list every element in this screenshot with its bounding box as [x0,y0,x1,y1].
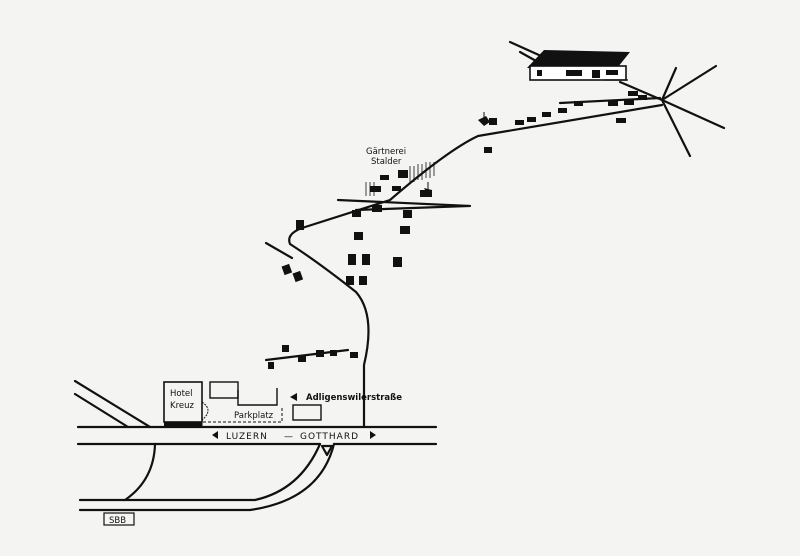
building [638,95,647,100]
building [330,350,337,356]
arrow-left-icon [212,431,218,439]
main-road-label: LUZERN — GOTTHARD [212,431,376,442]
northwest-road [73,379,152,429]
building [350,352,358,358]
tree-icon [424,182,432,196]
building [292,270,304,283]
station-roads [78,442,336,512]
right-junction [618,64,726,158]
side-street-label: Adligenswilerstraße [290,393,402,403]
arrow-left-icon [290,393,297,401]
building [393,257,402,267]
svg-text:Parkplatz: Parkplatz [234,411,274,421]
building [398,170,408,178]
building [527,117,536,122]
svg-text:SBB: SBB [109,516,126,526]
building [268,362,274,369]
building [281,263,293,276]
svg-text:Gärtnerei: Gärtnerei [366,147,406,157]
building [628,91,638,96]
junction-triangle [320,444,334,457]
farmhouse-icon [527,50,630,81]
outlined-buildings [209,381,322,421]
building [359,276,367,285]
building [346,276,354,285]
building [542,112,551,117]
building [616,118,626,123]
building [370,186,381,192]
building [352,210,361,217]
adligenswil-road [264,40,664,429]
building [558,108,567,113]
main-road [76,425,438,446]
building [574,101,583,106]
sbb-station: SBB [103,512,135,526]
svg-text:Hotel: Hotel [170,389,193,399]
tree-icon [478,112,490,126]
hotel-kreuz: Hotel Kreuz [163,381,209,426]
building [316,350,324,357]
building [296,220,304,230]
parking-area: Parkplatz [201,408,283,426]
svg-text:LUZERN: LUZERN [226,432,268,442]
building [348,254,356,265]
building [392,186,401,191]
svg-text:—: — [284,432,294,442]
building [380,175,389,180]
building [515,120,524,125]
building [420,190,432,197]
building [624,100,634,105]
arrow-right-icon [370,431,376,439]
building [608,101,618,106]
building [354,232,363,240]
building [400,226,410,234]
svg-text:GOTTHARD: GOTTHARD [300,432,359,442]
greenhouse-hatching [365,162,435,196]
building [362,254,370,265]
svg-text:Adligenswilerstraße: Adligenswilerstraße [306,393,402,403]
svg-text:Stalder: Stalder [371,157,402,167]
building [403,210,412,218]
svg-text:Kreuz: Kreuz [170,401,194,411]
building [484,147,492,153]
buildings [268,91,647,369]
building [282,345,289,352]
building [372,205,382,212]
building [489,118,497,125]
building [298,355,306,362]
nursery-label: Gärtnerei Stalder [366,147,406,167]
